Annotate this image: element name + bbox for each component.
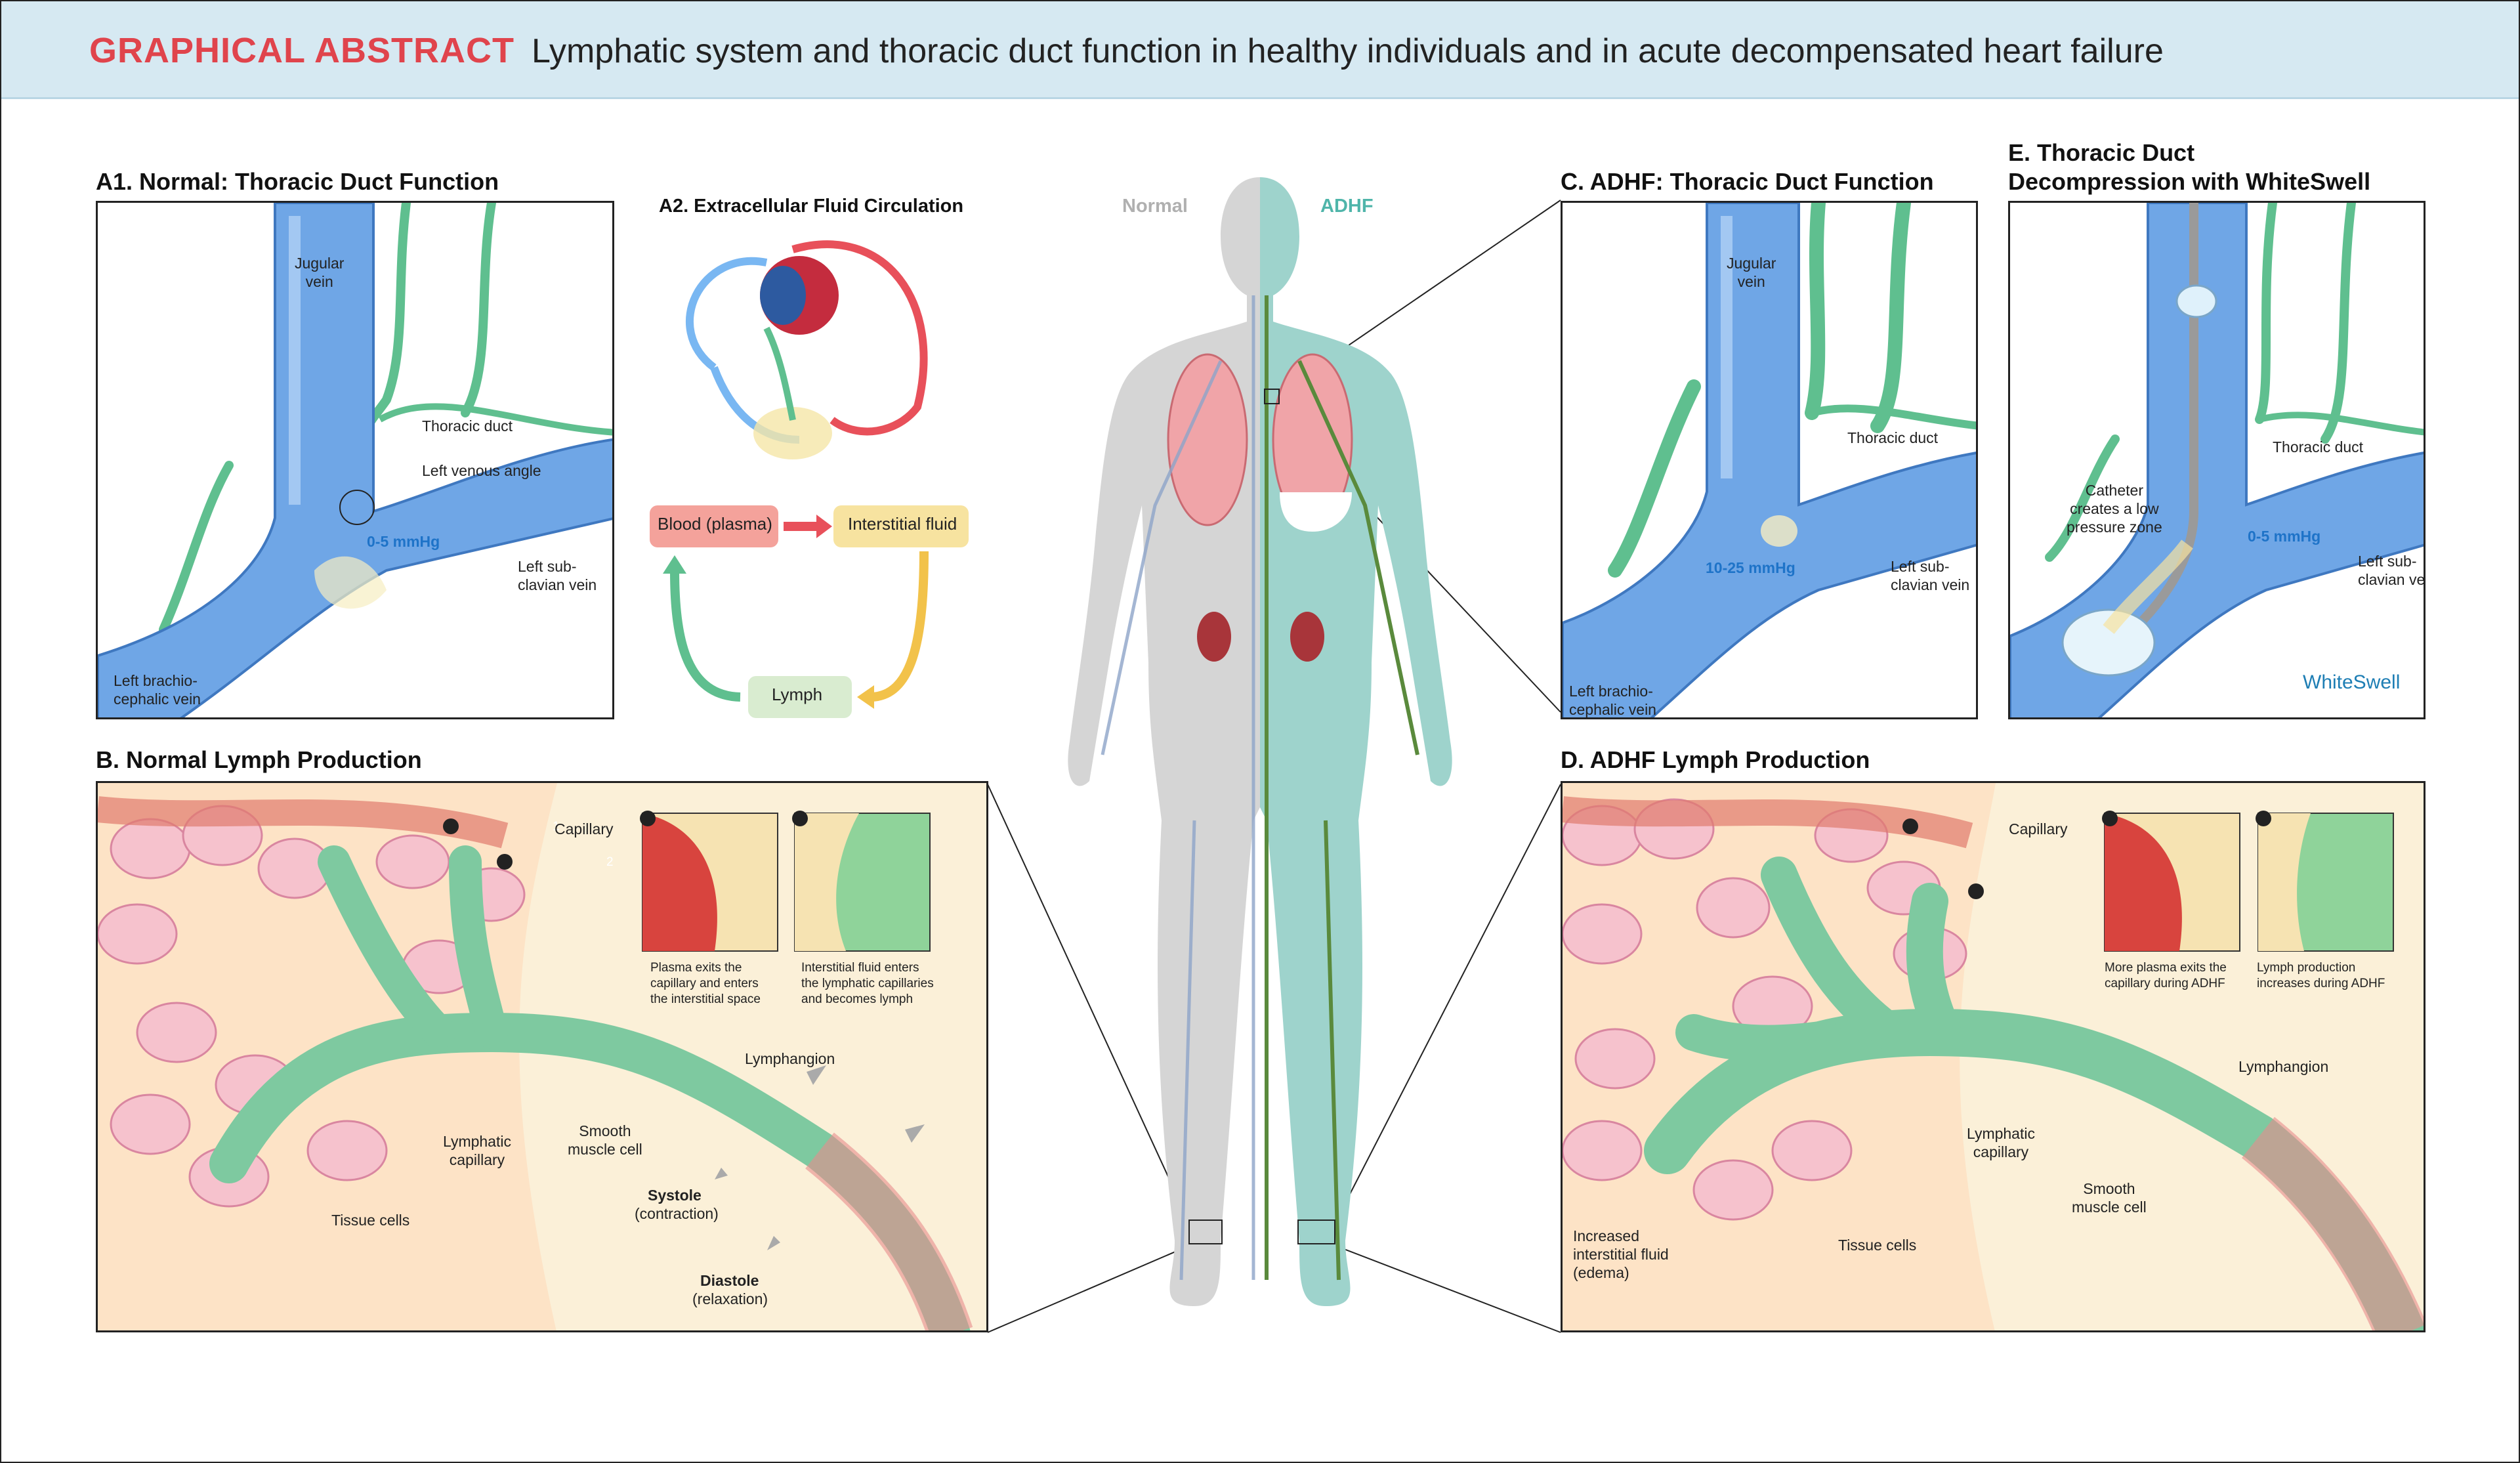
subclavian-label-c: Left sub-clavian vein	[1891, 558, 1970, 593]
thoracic-duct-normal-illustration	[98, 203, 612, 717]
capillary-label-d: Capillary	[2009, 820, 2068, 838]
panel-e-title-line1: E. Thoracic Duct	[2008, 139, 2195, 166]
capillary-label-b: Capillary	[555, 820, 614, 838]
adhf-label: ADHF	[1320, 196, 1374, 217]
brachiocephalic-label: Left brachio-cephalic vein	[114, 672, 201, 708]
subclavian-label-e: Left sub-clavian vein	[2358, 553, 2426, 588]
subclavian-label: Left sub-clavian vein	[518, 558, 597, 593]
pressure-adhf: 10-25 mmHg	[1706, 559, 1796, 576]
systole-sub-label: (contraction)	[635, 1205, 719, 1222]
pressure-normal: 0-5 mmHg	[367, 533, 440, 550]
diastole-sub-label: (relaxation)	[692, 1290, 768, 1307]
diastole-label: Diastole	[700, 1272, 759, 1289]
normal-lymph-production-illustration	[98, 783, 986, 1330]
pressure-whiteswell: 0-5 mmHg	[2248, 528, 2321, 545]
figure-title: Lymphatic system and thoracic duct funct…	[532, 32, 2164, 70]
lymph-box: Lymph	[772, 685, 823, 704]
fluid-circulation-diagram	[650, 240, 969, 718]
marker-1-b: 1	[553, 820, 560, 834]
venous-angle-label: Left venous angle	[422, 462, 541, 479]
normal-label: Normal	[1122, 196, 1188, 217]
tissue-cells-label-d: Tissue cells	[1838, 1237, 1917, 1254]
blood-plasma-box: Blood (plasma)	[658, 514, 772, 534]
panel-a1-title: A1. Normal: Thoracic Duct Function	[96, 168, 499, 195]
header-bar: GRAPHICAL ABSTRACT Lymphatic system and …	[1, 1, 2519, 99]
tissue-cells-label-b: Tissue cells	[331, 1212, 410, 1229]
adhf-lymph-production-illustration	[1563, 783, 2424, 1330]
marker-2-b: 2	[606, 855, 614, 869]
lymphangion-label-d: Lymphangion	[2238, 1058, 2329, 1075]
panel-c-title: C. ADHF: Thoracic Duct Function	[1561, 168, 1934, 195]
interstitial-fluid-box: Interstitial fluid	[848, 514, 957, 534]
lymphangion-label-b: Lymphangion	[745, 1050, 835, 1067]
thoracic-duct-label-c: Thoracic duct	[1847, 429, 1939, 446]
panel-a2-title: A2. Extracellular Fluid Circulation	[659, 196, 964, 217]
whiteswell-logo: WhiteSwell	[2303, 671, 2401, 693]
systole-label: Systole	[648, 1187, 702, 1204]
whiteswell-catheter-illustration	[2010, 203, 2424, 717]
human-body-illustration	[1068, 177, 1452, 1306]
thoracic-duct-label-e: Thoracic duct	[2273, 438, 2364, 456]
thoracic-duct-label: Thoracic duct	[422, 417, 513, 435]
graphical-abstract-tag: GRAPHICAL ABSTRACT	[89, 31, 514, 70]
thoracic-duct-adhf-illustration	[1563, 203, 1976, 717]
panel-b-title: B. Normal Lymph Production	[96, 746, 422, 773]
panel-e-title-line2: Decompression with WhiteSwell	[2008, 168, 2371, 195]
panel-d-title: D. ADHF Lymph Production	[1561, 746, 1870, 773]
brachiocephalic-label-c: Left brachio-cephalic vein	[1569, 683, 1656, 718]
